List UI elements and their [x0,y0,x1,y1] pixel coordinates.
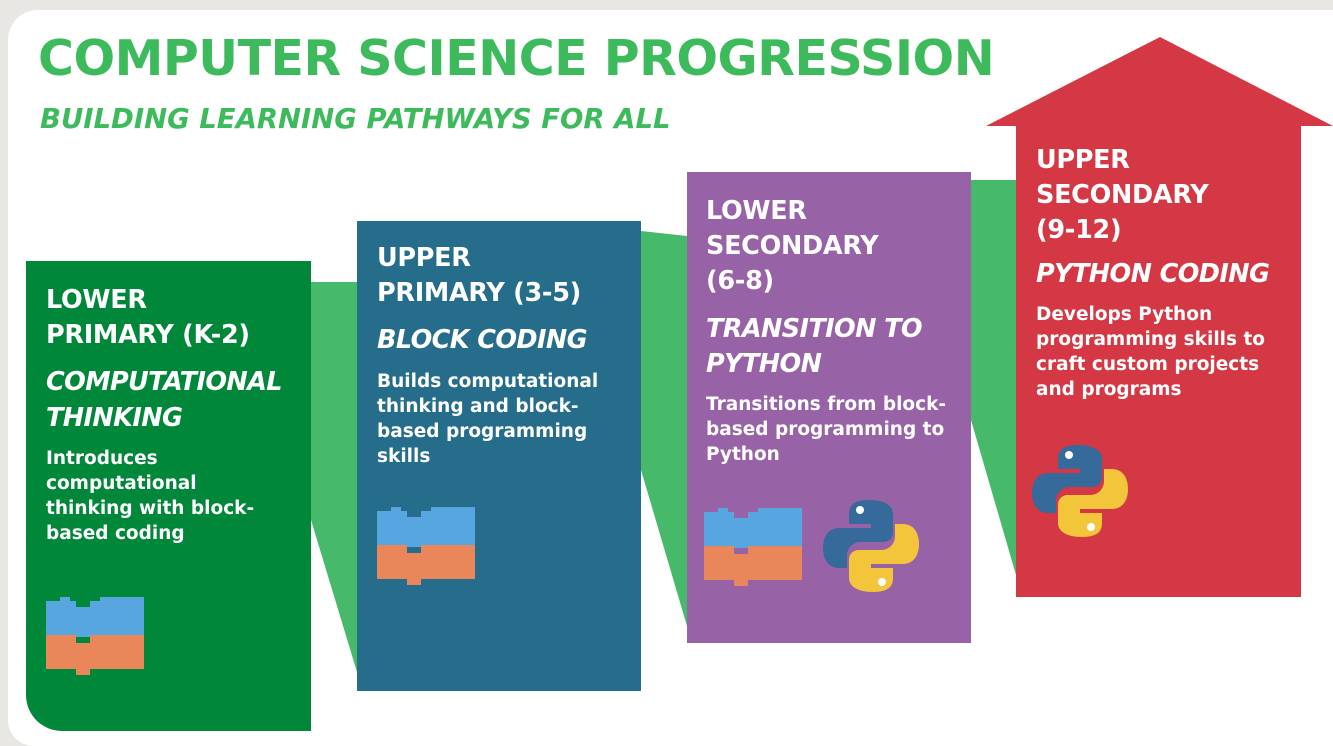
block-coding-icon [46,597,144,675]
stage-subject: BLOCK CODING [377,325,588,356]
connector-1-2 [311,282,357,672]
stage-label: UPPER SECONDARY (9-12) [1036,145,1209,246]
python-logo-icon [823,500,919,592]
stage-subject: TRANSITION TO PYTHON [706,313,923,379]
stage-description: Introduces computational thinking with b… [46,447,255,545]
stage-label: LOWER PRIMARY (K-2) [46,285,250,351]
stage-description: Develops Python programming skills to cr… [1036,303,1266,401]
stage-panel-lower-secondary: LOWER SECONDARY (6-8) TRANSITION TO PYTH… [687,172,971,643]
stage-description: Transitions from block- based programmin… [706,393,947,466]
stage-panel-upper-secondary: UPPER SECONDARY (9-12) PYTHON CODING Dev… [1016,125,1301,597]
python-logo-icon [1032,445,1128,537]
stage-panel-lower-primary: LOWER PRIMARY (K-2) COMPUTATIONAL THINKI… [26,261,311,731]
block-coding-icon [704,508,802,586]
stage-subject: PYTHON CODING [1036,258,1270,289]
stage-label: LOWER SECONDARY (6-8) [706,196,879,297]
stage-label: UPPER PRIMARY (3-5) [377,243,581,309]
page-title: COMPUTER SCIENCE PROGRESSION [38,30,995,87]
connector-3-4 [971,180,1016,575]
stage-description: Builds computational thinking and block-… [377,370,599,468]
page-subtitle: BUILDING LEARNING PATHWAYS FOR ALL [40,103,671,135]
connector-2-3 [641,231,687,626]
block-coding-icon [377,507,475,585]
stage-subject: COMPUTATIONAL THINKING [46,367,283,433]
arrow-head [986,37,1333,126]
stage-panel-upper-primary: UPPER PRIMARY (3-5) BLOCK CODING Builds … [357,221,641,691]
